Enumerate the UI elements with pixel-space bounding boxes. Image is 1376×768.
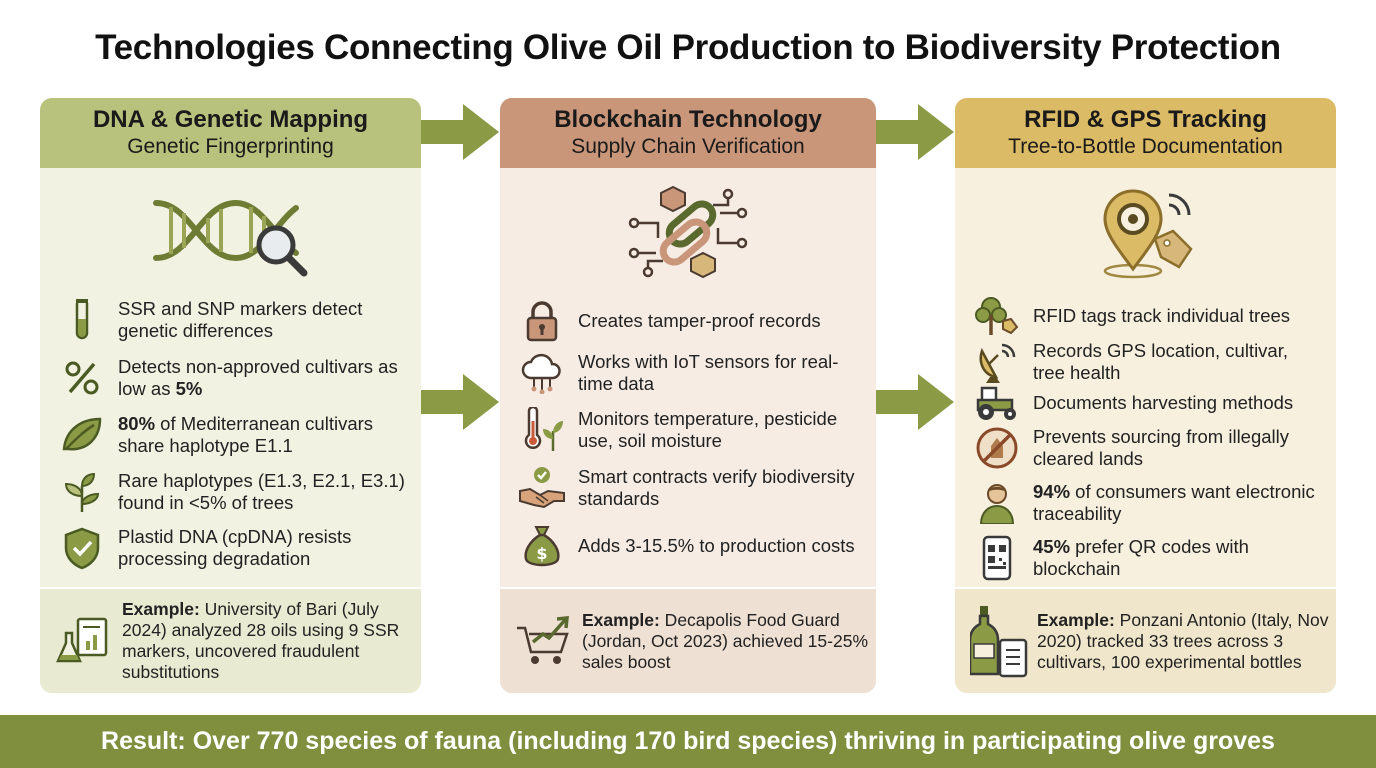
handshake-check-icon: [516, 464, 568, 512]
blockchain-title: Blockchain Technology: [554, 106, 822, 133]
dna-subtitle: Genetic Fingerprinting: [127, 135, 334, 158]
list-item: Documents harvesting methods: [971, 379, 1324, 427]
page-title: Technologies Connecting Olive Oil Produc…: [95, 28, 1281, 67]
list-item: 45% prefer QR codes with blockchain: [971, 534, 1324, 582]
percent-icon: [56, 354, 108, 402]
tree-tag-icon: [971, 292, 1023, 340]
padlock-icon: [516, 297, 568, 345]
list-item: Rare haplotypes (E1.3, E2.1, E3.1) found…: [56, 468, 409, 516]
rfid-header: RFID & GPS Tracking Tree-to-Bottle Docum…: [955, 98, 1336, 168]
dna-header: DNA & Genetic Mapping Genetic Fingerprin…: [40, 98, 421, 168]
list-item: Prevents sourcing from illegally cleared…: [971, 424, 1324, 472]
list-item: Monitors temperature, pesticide use, soi…: [516, 406, 864, 454]
list-item: Works with IoT sensors for real-time dat…: [516, 349, 864, 397]
blockchain-example: Example: Decapolis Food Guard (Jordan, O…: [500, 587, 876, 693]
lab-report-icon: [54, 613, 114, 669]
cloud-network-icon: [516, 349, 568, 397]
result-banner: Result: Over 770 species of fauna (inclu…: [0, 715, 1376, 768]
sprout-icon: [56, 468, 108, 516]
person-icon: [971, 479, 1023, 527]
dna-column: DNA & Genetic Mapping Genetic Fingerprin…: [40, 98, 421, 693]
list-item: Smart contracts verify biodiversity stan…: [516, 464, 864, 512]
svg-text:$: $: [536, 544, 547, 563]
list-item: Detects non-approved cultivars as low as…: [56, 354, 409, 402]
arrow-right-icon: [421, 104, 499, 160]
list-item: Creates tamper-proof records: [516, 297, 864, 345]
money-bag-icon: $: [516, 522, 568, 570]
rfid-example: Example: Ponzani Antonio (Italy, Nov 202…: [955, 587, 1336, 693]
dna-title: DNA & Genetic Mapping: [92, 106, 369, 133]
no-deforestation-icon: [971, 424, 1023, 472]
leaf-icon: [56, 411, 108, 459]
rfid-column: RFID & GPS Tracking Tree-to-Bottle Docum…: [955, 98, 1336, 693]
chain-link-network-icon: [500, 178, 876, 288]
list-item: SSR and SNP markers detect genetic diffe…: [56, 296, 409, 344]
list-item: Records GPS location, cultivar, tree hea…: [971, 338, 1324, 386]
list-item: 94% of consumers want electronic traceab…: [971, 479, 1324, 527]
location-pin-tag-icon: [955, 178, 1336, 288]
shield-check-icon: [56, 524, 108, 572]
dna-magnifier-icon: [40, 178, 421, 288]
qr-phone-icon: [971, 534, 1023, 582]
list-item: 80% of Mediterranean cultivars share hap…: [56, 411, 409, 459]
rfid-title: RFID & GPS Tracking: [1024, 106, 1267, 133]
bottle-tablet-icon: [969, 604, 1029, 678]
blockchain-column: Blockchain Technology Supply Chain Verif…: [500, 98, 876, 693]
list-item: RFID tags track individual trees: [971, 292, 1324, 340]
list-item: $ Adds 3-15.5% to production costs: [516, 522, 864, 570]
test-tube-icon: [56, 296, 108, 344]
arrow-right-icon: [876, 104, 954, 160]
thermometer-plant-icon: [516, 406, 568, 454]
cart-growth-icon: [514, 614, 574, 668]
blockchain-header: Blockchain Technology Supply Chain Verif…: [500, 98, 876, 168]
list-item: Plastid DNA (cpDNA) resists processing d…: [56, 524, 409, 572]
dna-example: Example: University of Bari (July 2024) …: [40, 587, 421, 693]
tractor-icon: [971, 379, 1023, 427]
arrow-right-icon: [421, 374, 499, 430]
blockchain-subtitle: Supply Chain Verification: [571, 135, 805, 158]
arrow-right-icon: [876, 374, 954, 430]
satellite-dish-icon: [971, 338, 1023, 386]
rfid-subtitle: Tree-to-Bottle Documentation: [1008, 135, 1283, 158]
